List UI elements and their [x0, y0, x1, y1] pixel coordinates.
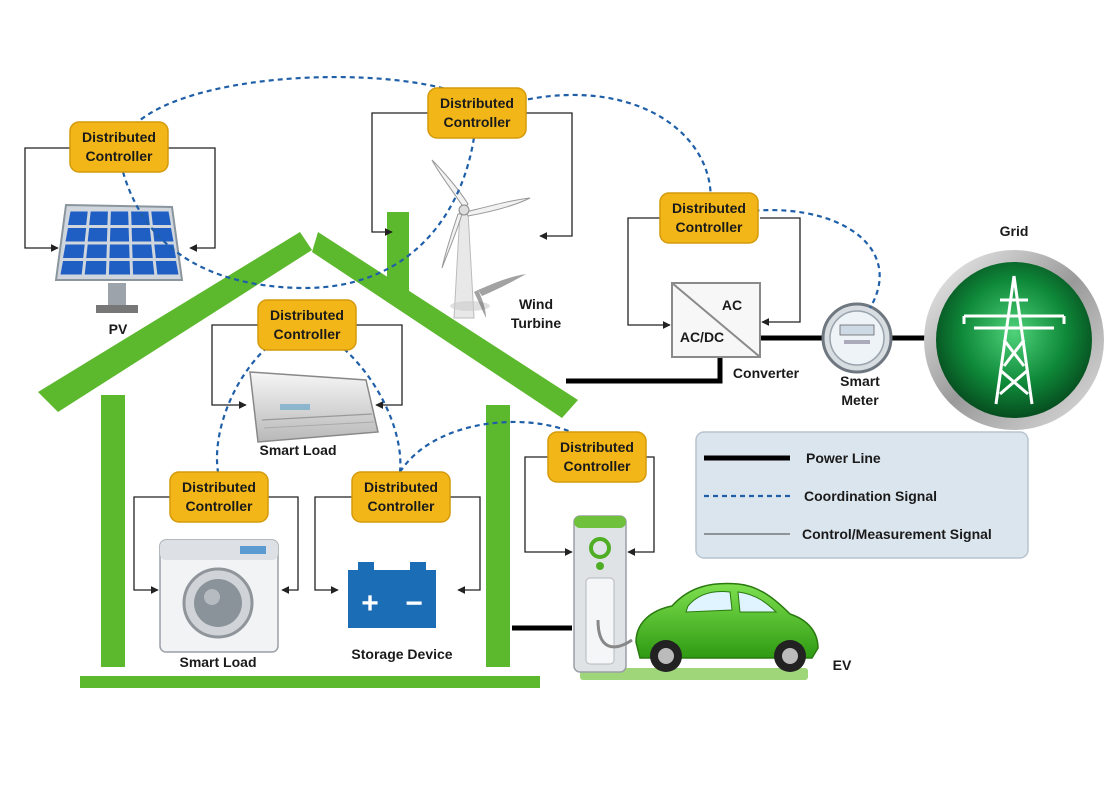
pv-cell — [110, 211, 129, 225]
controller-label-line2: Controller — [86, 148, 153, 164]
pv-cell — [87, 228, 108, 242]
controller-label-line1: Distributed — [364, 479, 438, 495]
battery-plus: + — [361, 587, 379, 620]
pv-cell — [152, 228, 174, 242]
pv-cell — [155, 261, 179, 275]
ev-label: EV — [833, 657, 852, 673]
pv-cell — [131, 211, 150, 225]
pv-cell — [63, 244, 85, 258]
controller-label-line1: Distributed — [672, 200, 746, 216]
pv-cell — [65, 228, 87, 242]
wind-turbine-icon — [431, 159, 531, 319]
pv-panel-icon — [54, 203, 184, 313]
pv-cell — [60, 261, 84, 275]
controller-label-line2: Controller — [676, 219, 743, 235]
pv-cell — [109, 244, 130, 258]
pv-cell — [132, 244, 153, 258]
controller-label-line1: Distributed — [182, 479, 256, 495]
pv-cell — [132, 261, 155, 275]
air-conditioner-icon — [249, 371, 379, 443]
controller-label-line1: Distributed — [82, 129, 156, 145]
battery-icon: + − — [348, 562, 436, 628]
pv-cell — [131, 228, 152, 242]
pv-cell — [154, 244, 176, 258]
storage-device-label: Storage Device — [351, 646, 452, 662]
controller-label-line2: Controller — [368, 498, 435, 514]
pv-cell — [86, 244, 107, 258]
legend-control-label: Control/Measurement Signal — [802, 526, 992, 542]
legend-power-line-label: Power Line — [806, 450, 881, 466]
pv-cell — [151, 211, 171, 225]
controller-label-line2: Controller — [564, 458, 631, 474]
smart-load-lower-label: Smart Load — [179, 654, 256, 670]
electric-car-icon — [635, 582, 819, 672]
grid-label: Grid — [1000, 223, 1029, 239]
smart-load-upper-label: Smart Load — [259, 442, 336, 458]
controller-label-line2: Controller — [186, 498, 253, 514]
battery-minus: − — [405, 587, 423, 620]
converter-icon — [671, 282, 761, 358]
pv-cell — [108, 261, 131, 275]
grid-icon — [924, 250, 1104, 430]
pv-cell — [109, 228, 130, 242]
smart-meter-label-line2: Meter — [841, 392, 879, 408]
wind-label-line1: Wind — [519, 296, 553, 312]
converter-acdc-label: AC/DC — [680, 329, 724, 345]
pv-cell — [89, 211, 108, 225]
controller-label-line2: Controller — [444, 114, 511, 130]
control-signal-lines — [24, 112, 801, 594]
smart-meter-icon — [821, 302, 893, 374]
house — [38, 212, 578, 688]
legend-coordination-label: Coordination Signal — [804, 488, 937, 504]
legend: Power Line Coordination Signal Control/M… — [695, 431, 1029, 559]
converter-label: Converter — [733, 365, 800, 381]
power-lines — [512, 335, 925, 631]
pv-label: PV — [109, 321, 128, 337]
component-labels: PV Wind Turbine AC AC/DC Converter Smart… — [109, 223, 1029, 673]
pv-cell — [68, 211, 88, 225]
controller-label-line1: Distributed — [270, 307, 344, 323]
washing-machine-icon — [159, 539, 279, 653]
pv-cell — [84, 261, 107, 275]
wind-label-line2: Turbine — [511, 315, 562, 331]
smart-meter-label-line1: Smart — [840, 373, 880, 389]
ev-charger-icon — [573, 515, 808, 680]
converter-ac-label: AC — [722, 297, 742, 313]
controller-label-line1: Distributed — [440, 95, 514, 111]
controller-label-line2: Controller — [274, 326, 341, 342]
controller-label-line1: Distributed — [560, 439, 634, 455]
